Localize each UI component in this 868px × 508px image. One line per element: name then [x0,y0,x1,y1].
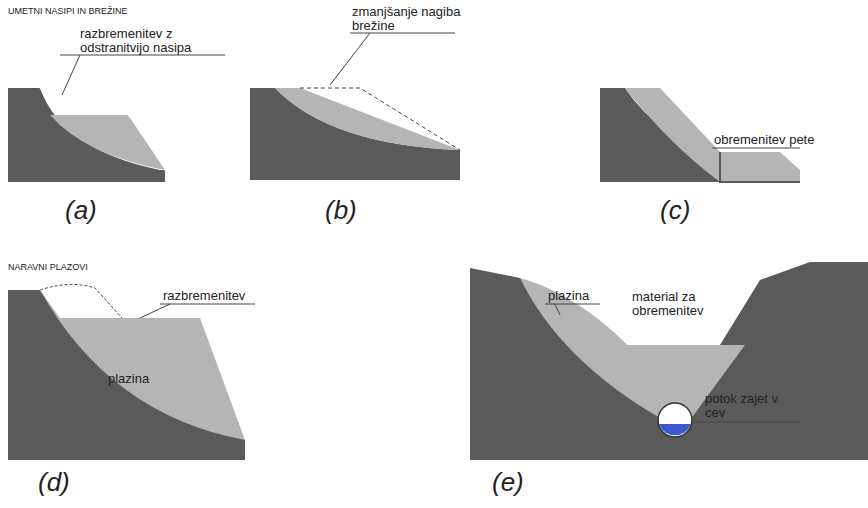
figure-letter: (b) [325,196,357,224]
toe-load [700,152,800,182]
leader-line [60,55,225,95]
section-title: UMETNI NASIPI IN BREŽINE [8,6,128,16]
figure-letter: (a) [65,196,97,224]
figure-letter: (c) [660,196,690,224]
slope [625,88,720,182]
callout-label: zmanjšanje nagiba brežine [352,5,462,33]
unloaded-part [40,284,122,318]
leader-line [140,304,255,318]
callout-label: razbremenitev [163,289,258,303]
callout-label: material za obremenitev [632,290,750,318]
ground-edge [720,152,800,182]
callout-label: obremenitev pete [714,133,824,147]
ground [250,88,460,180]
leader-line [545,304,600,315]
callout-label: plazina [548,289,608,303]
figure-letter: (d) [38,468,70,496]
leader-line [712,148,800,149]
original-surface [40,284,122,318]
section-title: NARAVNI PLAZOVI [8,262,88,272]
ground [470,262,868,460]
callout-label: razbremenitev z odstranitvijo nasipa [80,27,230,55]
removed-fill [40,88,165,170]
callout-label: potok zajet v cev [705,392,800,420]
ground [600,88,720,182]
original-slope [300,88,460,150]
flattened-slope [275,88,460,150]
leader-line [695,422,800,423]
part-label: plazina [108,372,168,386]
pipe [658,403,692,437]
figure-letter: (e) [492,468,524,496]
leader-line [330,33,455,85]
water [659,424,691,435]
slide-mass [50,115,165,170]
ground [8,88,165,182]
